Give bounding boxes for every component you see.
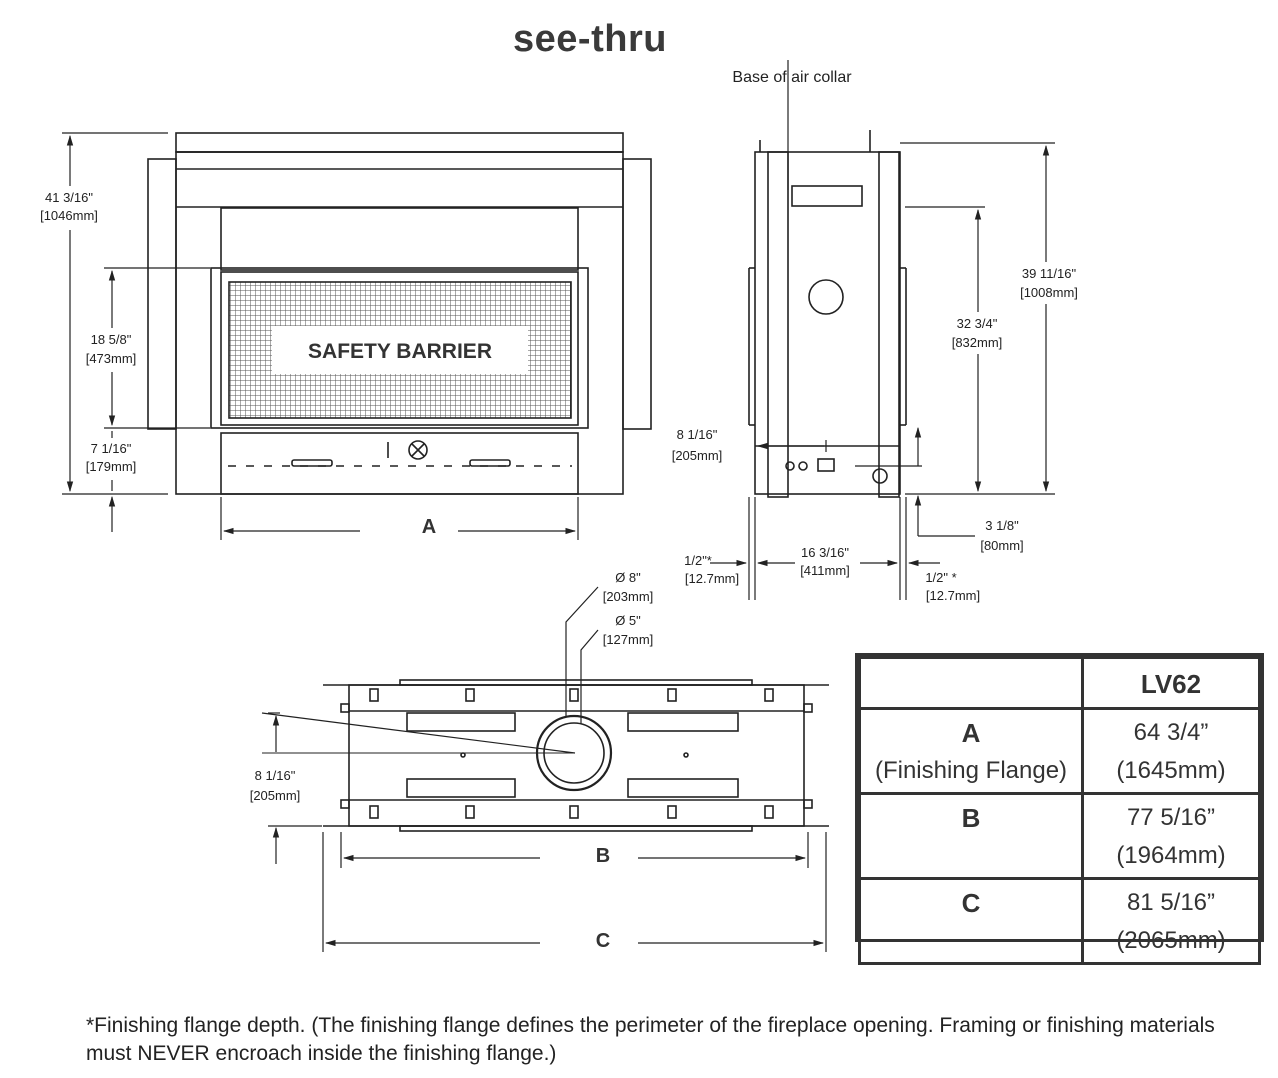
top-body	[348, 684, 805, 827]
table-row: A (Finishing Flange) 64 3/4” (1645mm)	[858, 707, 1261, 795]
side-bottom-in: 3 1/8"	[985, 518, 1019, 533]
side-flange-left-mm: [12.7mm]	[685, 571, 739, 586]
side-center-in: 8 1/16"	[677, 427, 718, 442]
table-header-row: LV62	[858, 656, 1261, 710]
side-flange-left-in: 1/2"*	[684, 553, 712, 568]
inner-diameter-in: Ø 5"	[615, 613, 641, 628]
side-bottom-mm: [80mm]	[980, 538, 1023, 553]
side-center-mm: [205mm]	[672, 448, 723, 463]
side-view	[748, 130, 907, 498]
side-flange-right-mm: [12.7mm]	[926, 588, 980, 603]
front-height-in: 41 3/16"	[45, 190, 93, 205]
top-dimensions	[261, 586, 827, 952]
air-collar	[791, 185, 863, 207]
front-left-flange	[147, 158, 177, 430]
front-dimensions	[62, 132, 579, 540]
table-row: B 77 5/16” (1964mm)	[858, 792, 1261, 880]
top-width-b-label: B	[596, 845, 610, 867]
row-value-cell: 81 5/16” (2065mm)	[1081, 877, 1261, 965]
table-corner-cell	[858, 656, 1084, 710]
control-panel	[220, 432, 579, 495]
side-total-in: 39 11/16"	[1022, 266, 1077, 281]
side-depth-mm: [411mm]	[800, 563, 850, 578]
side-vent-hole	[808, 279, 844, 315]
table-row: C 81 5/16” (2065mm)	[858, 877, 1261, 965]
model-header: LV62	[1081, 656, 1261, 710]
side-total-mm: [1008mm]	[1020, 285, 1078, 300]
row-label-cell: C	[858, 877, 1084, 965]
row-value-cell: 64 3/4” (1645mm)	[1081, 707, 1261, 795]
side-body	[754, 151, 901, 495]
safety-barrier-box	[272, 326, 528, 374]
value-inches: 77 5/16”	[1126, 804, 1216, 831]
top-center-mm: [205mm]	[250, 788, 301, 803]
dimensions-table: LV62 A (Finishing Flange) 64 3/4” (1645m…	[855, 653, 1264, 965]
front-base-in: 7 1/16"	[91, 441, 132, 456]
front-glass-mm: [473mm]	[86, 351, 137, 366]
value-inches: 64 3/4”	[1133, 719, 1209, 746]
outer-diameter-mm: [203mm]	[603, 589, 654, 604]
row-label: B	[961, 803, 981, 833]
row-label-cell: B	[858, 792, 1084, 880]
side-collar-mm: [832mm]	[952, 335, 1003, 350]
row-label: C	[961, 888, 981, 918]
front-width-label: A	[422, 516, 436, 538]
top-view	[323, 679, 829, 832]
front-top-cap	[175, 132, 624, 153]
safety-barrier-label: SAFETY BARRIER	[308, 340, 492, 363]
value-inches: 81 5/16”	[1126, 889, 1216, 916]
value-mm: (2065mm)	[1116, 927, 1226, 954]
side-collar-in: 32 3/4"	[957, 316, 998, 331]
page-title: see-thru	[513, 18, 667, 60]
row-label-cell: A (Finishing Flange)	[858, 707, 1084, 795]
side-depth-in: 16 3/16"	[801, 545, 849, 560]
value-mm: (1964mm)	[1116, 842, 1226, 869]
front-glass-frame	[210, 267, 589, 429]
row-value-cell: 77 5/16” (1964mm)	[1081, 792, 1261, 880]
air-collar-label: Base of air collar	[732, 69, 852, 86]
footnote: *Finishing flange depth. (The finishing …	[86, 1014, 1215, 1065]
row-label: A	[961, 718, 981, 748]
front-right-flange	[622, 158, 652, 430]
front-view	[147, 132, 652, 495]
side-flange-right-in: 1/2" *	[925, 570, 956, 585]
value-mm: (1645mm)	[1116, 757, 1226, 784]
front-height-mm: [1046mm]	[40, 208, 98, 223]
front-base-mm: [179mm]	[86, 459, 137, 474]
top-width-c-label: C	[596, 930, 610, 952]
row-sublabel: (Finishing Flange)	[874, 757, 1068, 784]
top-center-in: 8 1/16"	[255, 768, 296, 783]
inner-diameter-mm: [127mm]	[603, 632, 654, 647]
side-dimensions	[710, 60, 1055, 600]
front-glass-in: 18 5/8"	[91, 332, 132, 347]
outer-diameter-in: Ø 8"	[615, 570, 641, 585]
